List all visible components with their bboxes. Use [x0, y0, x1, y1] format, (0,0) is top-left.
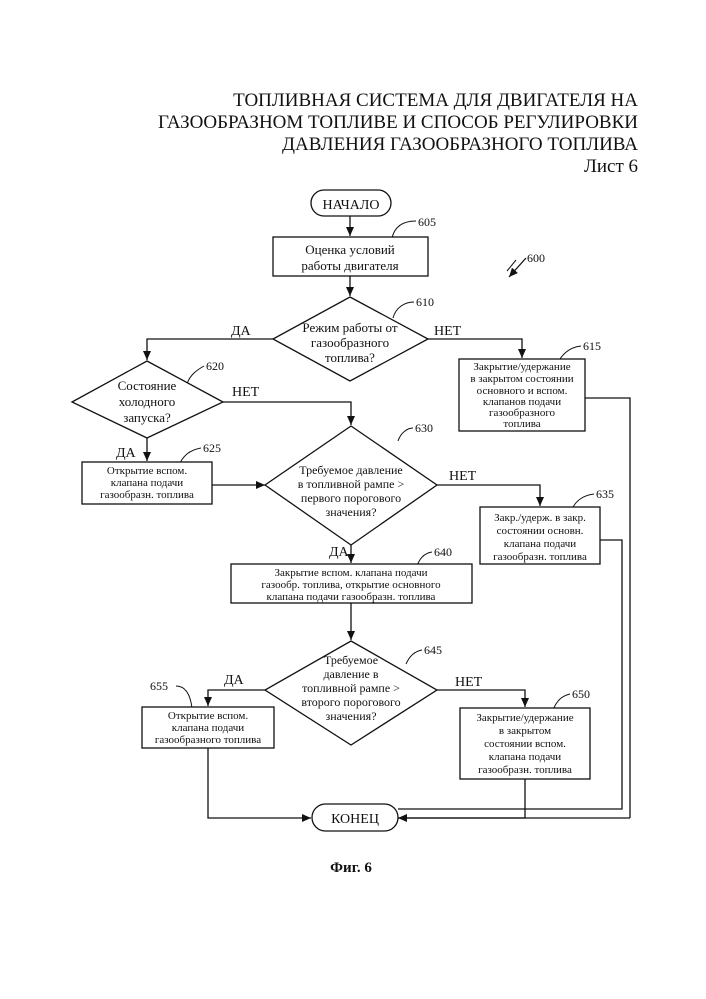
decision-620-line: запуска?: [123, 410, 171, 425]
step-625-line: Открытие вспом.: [107, 465, 187, 477]
ref-655: 655: [150, 679, 168, 693]
step-650-line: в закрытом: [499, 725, 551, 737]
step-615-line: в закрытом состоянии: [470, 373, 573, 385]
ref-645: 645: [424, 643, 442, 657]
yes-label: ДА: [116, 446, 137, 461]
ref-630: 630: [415, 421, 433, 435]
step-640-line: Закрытие вспом. клапана подачи: [275, 567, 428, 579]
no-label: НЕТ: [455, 675, 483, 690]
figure-caption: Фиг. 6: [330, 860, 372, 876]
step-655-line: Открытие вспом.: [168, 710, 248, 722]
ref-605: 605: [418, 215, 436, 229]
step-655-line: клапана подачи: [172, 722, 244, 734]
ref-650: 650: [572, 687, 590, 701]
step-625-line: газообразн. топлива: [100, 489, 194, 501]
step-615-box: Закрытие/удержание в закрытом состоянии …: [459, 359, 585, 431]
yes-label: ДА: [329, 545, 350, 560]
yes-label: ДА: [231, 324, 252, 339]
ref-600: 600: [527, 251, 545, 265]
step-635-line: состоянии основн.: [497, 525, 584, 537]
no-label: НЕТ: [434, 324, 462, 339]
step-640-line: клапана подачи газообразн. топлива: [267, 591, 436, 603]
decision-610-line: газообразного: [311, 335, 389, 350]
step-605-box: Оценка условий работы двигателя: [273, 237, 428, 276]
ref-610: 610: [416, 295, 434, 309]
decision-645-line: давление в: [323, 667, 378, 681]
step-605-line: Оценка условий: [305, 242, 395, 257]
step-640-box: Закрытие вспом. клапана подачи газообр. …: [231, 564, 472, 603]
ref-620: 620: [206, 359, 224, 373]
decision-610-diamond: Режим работы от газообразного топлива?: [273, 297, 428, 381]
decision-620-line: холодного: [119, 394, 176, 409]
step-615-line: топлива: [503, 418, 540, 430]
step-650-box: Закрытие/удержание в закрытом состоянии …: [460, 708, 590, 779]
decision-645-line: Требуемое: [324, 653, 378, 667]
figure-ref-arrow: [509, 258, 526, 277]
start-label: НАЧАЛО: [323, 198, 380, 213]
step-635-line: газообразн. топлива: [493, 551, 587, 563]
decision-630-line: Требуемое давление: [299, 463, 403, 477]
no-label: НЕТ: [449, 469, 477, 484]
end-label: КОНЕЦ: [331, 812, 379, 827]
decision-645-line: топливной рампе >: [302, 681, 400, 695]
step-650-line: состоянии вспом.: [484, 738, 566, 750]
step-650-line: газообразн. топлива: [478, 764, 572, 776]
decision-645-line: значения?: [325, 709, 376, 723]
step-640-line: газообр. топлива, открытие основного: [261, 579, 441, 591]
step-635-line: Закр./удерж. в закр.: [494, 512, 586, 524]
decision-630-diamond: Требуемое давление в топливной рампе > п…: [265, 426, 437, 545]
decision-610-line: топлива?: [325, 350, 375, 365]
decision-630-line: в топливной рампе >: [298, 477, 405, 491]
step-655-line: газообразного топлива: [155, 734, 261, 746]
step-650-line: Закрытие/удержание: [476, 712, 573, 724]
ref-615: 615: [583, 339, 601, 353]
step-655-box: Открытие вспом. клапана подачи газообраз…: [142, 707, 274, 748]
decision-630-line: первого порогового: [301, 491, 401, 505]
end-terminal: КОНЕЦ: [312, 804, 398, 831]
step-650-line: клапана подачи: [489, 751, 561, 763]
decision-630-line: значения?: [325, 505, 376, 519]
step-605-line: работы двигателя: [301, 258, 398, 273]
step-625-box: Открытие вспом. клапана подачи газообраз…: [82, 462, 212, 504]
step-625-line: клапана подачи: [111, 477, 183, 489]
ref-640: 640: [434, 545, 452, 559]
step-615-line: Закрытие/удержание: [473, 361, 570, 373]
ref-635: 635: [596, 487, 614, 501]
ref-625: 625: [203, 441, 221, 455]
decision-620-diamond: Состояние холодного запуска?: [72, 361, 223, 438]
decision-610-line: Режим работы от: [302, 320, 397, 335]
yes-label: ДА: [224, 673, 245, 688]
step-635-box: Закр./удерж. в закр. состоянии основн. к…: [480, 507, 600, 564]
no-label: НЕТ: [232, 385, 260, 400]
decision-645-line: второго порогового: [301, 695, 400, 709]
decision-620-line: Состояние: [118, 378, 177, 393]
start-terminal: НАЧАЛО: [311, 190, 391, 216]
step-635-line: клапана подачи: [504, 538, 576, 550]
